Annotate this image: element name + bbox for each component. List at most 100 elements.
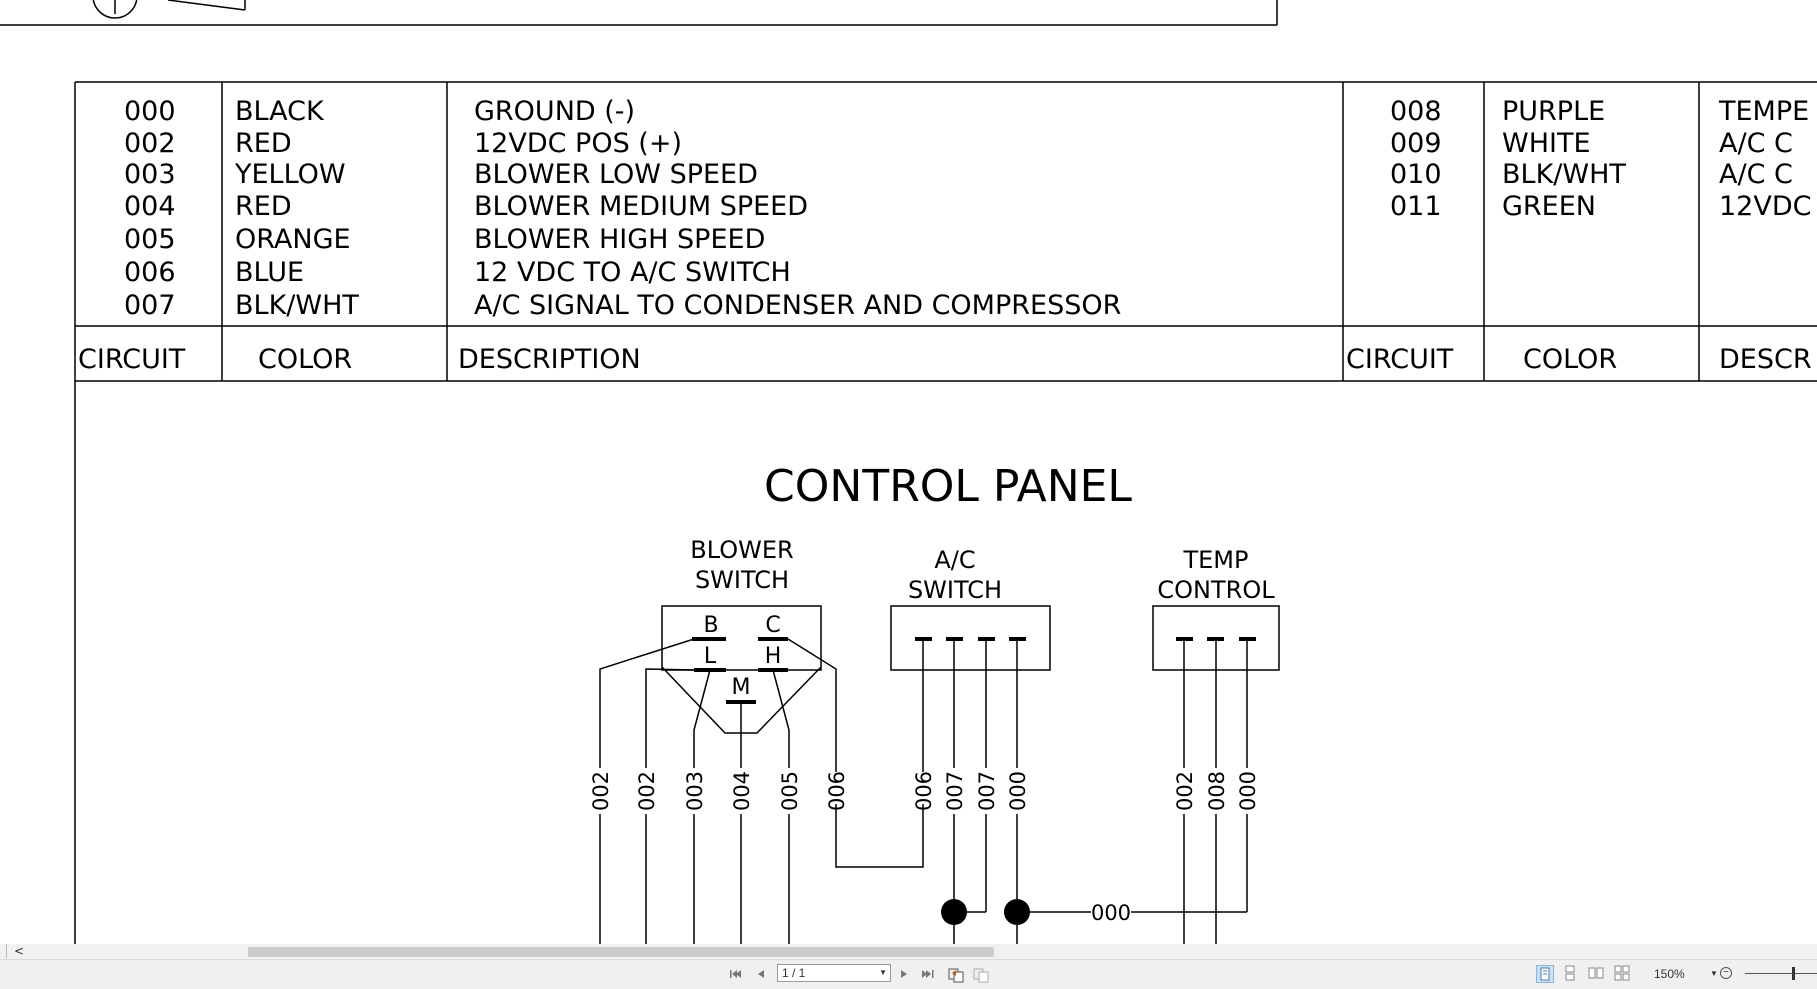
zoom-out-icon[interactable]: −	[1720, 967, 1732, 979]
component-labels: BLOWER SWITCH A/C SWITCH TEMP CONTROL	[690, 536, 1275, 604]
wire-label: 003	[683, 771, 707, 811]
last-page-icon[interactable]	[921, 967, 935, 981]
circuit-number: 002	[124, 128, 176, 159]
page-dropdown-icon[interactable]: ▼	[879, 968, 887, 977]
circuit-description: A/C C	[1719, 159, 1793, 190]
circuit-number: 000	[124, 96, 176, 127]
terminal-l-label: L	[704, 644, 717, 669]
wire-label: 007	[975, 771, 999, 811]
zoom-dropdown-icon[interactable]: ▼	[1710, 969, 1718, 978]
scroll-left-arrow-icon[interactable]: <	[14, 944, 25, 958]
wire-table-right: 008 PURPLE TEMPE 009 WHITE A/C C 010 BLK…	[1390, 96, 1811, 222]
page-number-value: 1 / 1	[782, 966, 806, 980]
single-page-icon[interactable]	[1536, 965, 1554, 983]
wiring-diagram: 000 BLACK GROUND (-) 002 RED 12VDC POS (…	[0, 0, 1817, 944]
circuit-description: BLOWER LOW SPEED	[474, 159, 758, 190]
ac-switch-label: A/C	[934, 546, 975, 574]
wire-color: GREEN	[1502, 191, 1596, 222]
blower-terminal-labels: B C L H M	[703, 613, 781, 700]
wire-color: BLK/WHT	[235, 290, 359, 321]
upper-frame	[0, 0, 1278, 26]
splice-dot	[941, 899, 967, 925]
circuit-number: 009	[1390, 128, 1442, 159]
ac-switch-label: SWITCH	[908, 576, 1002, 604]
circuit-number: 006	[124, 257, 176, 288]
document-viewport[interactable]: 000 BLACK GROUND (-) 002 RED 12VDC POS (…	[0, 0, 1817, 944]
circuit-description: 12 VDC TO A/C SWITCH	[474, 257, 791, 288]
circuit-number: 007	[124, 290, 176, 321]
circuit-description: A/C C	[1719, 128, 1793, 159]
splice-dot	[1004, 899, 1030, 925]
zoom-level[interactable]: 150%	[1654, 967, 1685, 981]
terminal-h-label: H	[765, 644, 782, 669]
circuit-description: 12VDC	[1719, 191, 1811, 222]
wire-label: 008	[1205, 771, 1229, 811]
circuit-description: 12VDC POS (+)	[474, 128, 682, 159]
wire-label: 002	[589, 771, 613, 811]
circuit-description: GROUND (-)	[474, 96, 635, 127]
next-page-icon[interactable]	[897, 967, 911, 981]
circuit-number: 004	[124, 191, 176, 222]
terminal-m-label: M	[732, 675, 751, 700]
continuous-facing-icon[interactable]	[1614, 965, 1632, 983]
header-circuit: CIRCUIT	[1346, 344, 1454, 375]
zoom-slider-thumb[interactable]	[1792, 967, 1795, 980]
go-forward-view-icon[interactable]	[973, 967, 989, 983]
circuit-number: 005	[124, 224, 176, 255]
circuit-number: 003	[124, 159, 176, 190]
circuit-number: 010	[1390, 159, 1442, 190]
previous-page-icon[interactable]	[754, 967, 768, 981]
circuit-number: 008	[1390, 96, 1442, 127]
blower-switch-label: SWITCH	[695, 566, 789, 594]
wire-label: 005	[778, 771, 802, 811]
header-color: COLOR	[1523, 344, 1617, 375]
terminal-c-label: C	[765, 613, 780, 638]
wire-label: 006	[912, 771, 936, 811]
wire-color: BLACK	[235, 96, 325, 127]
go-back-view-icon[interactable]	[948, 967, 964, 983]
wire-table-left: 000 BLACK GROUND (-) 002 RED 12VDC POS (…	[124, 96, 1121, 321]
wire-color: RED	[235, 128, 292, 159]
splice-dots	[941, 899, 1030, 925]
temp-control-label: CONTROL	[1157, 576, 1275, 604]
wire-color: RED	[235, 191, 292, 222]
blower-switch-label: BLOWER	[690, 536, 793, 564]
wire-table-header: CIRCUIT COLOR DESCRIPTION CIRCUIT COLOR …	[78, 344, 1812, 375]
schematic-title: CONTROL PANEL	[764, 461, 1132, 512]
wire-color: ORANGE	[235, 224, 351, 255]
wire-color: YELLOW	[234, 159, 346, 190]
facing-pages-icon[interactable]	[1588, 965, 1606, 983]
circuit-description: BLOWER HIGH SPEED	[474, 224, 765, 255]
wire-label: 000	[1006, 771, 1030, 811]
header-description: DESCRIPTION	[458, 344, 641, 375]
wire-number-labels: 002 002 003 004 005 006 006 007 007 000 …	[589, 768, 1260, 925]
horizontal-scrollbar[interactable]: <	[0, 944, 1817, 959]
circuit-description: A/C SIGNAL TO CONDENSER AND COMPRESSOR	[474, 290, 1121, 321]
header-color: COLOR	[258, 344, 352, 375]
status-bar: 1 / 1 ▼ 150% ▼ −	[0, 959, 1817, 989]
scrollbar-thumb[interactable]	[248, 947, 994, 957]
wire-label: 004	[730, 771, 754, 811]
terminal-b-label: B	[703, 613, 718, 638]
wire-color: BLK/WHT	[1502, 159, 1626, 190]
header-circuit: CIRCUIT	[78, 344, 186, 375]
temp-control-label: TEMP	[1182, 546, 1248, 574]
header-description: DESCR	[1719, 344, 1812, 375]
first-page-icon[interactable]	[728, 967, 742, 981]
wire-label: 000	[1236, 771, 1260, 811]
ac-switch	[890, 605, 1051, 671]
zoom-slider[interactable]	[1745, 973, 1817, 974]
circuit-description: BLOWER MEDIUM SPEED	[474, 191, 808, 222]
wire-color: WHITE	[1502, 128, 1591, 159]
ground-wire-label: 000	[1091, 901, 1131, 925]
wire-color: PURPLE	[1502, 96, 1605, 127]
continuous-page-icon[interactable]	[1562, 965, 1580, 983]
wire-table-grid	[74, 81, 1817, 944]
wire-label: 007	[943, 771, 967, 811]
circuit-description: TEMPE	[1718, 96, 1809, 127]
wire-color: BLUE	[235, 257, 304, 288]
wire-label: 006	[825, 771, 849, 811]
page-number-field[interactable]: 1 / 1 ▼	[777, 964, 891, 982]
wire-label: 002	[1173, 771, 1197, 811]
wire-label: 002	[635, 771, 659, 811]
